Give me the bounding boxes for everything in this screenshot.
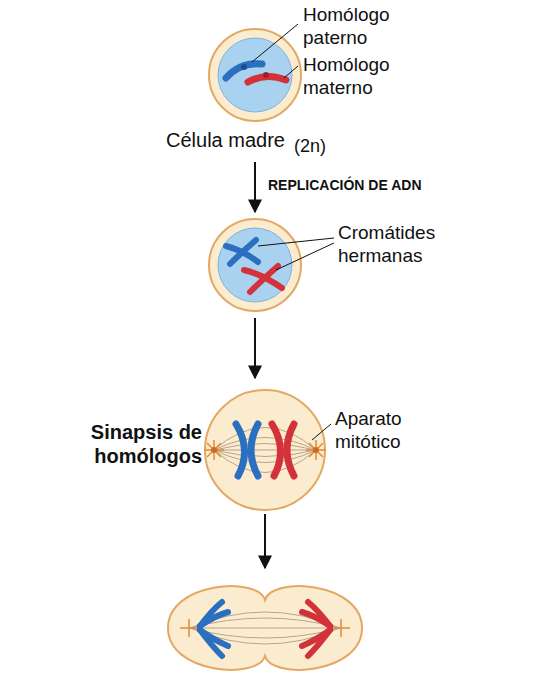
process-arrow bbox=[264, 514, 266, 568]
synapsis-cell bbox=[204, 390, 326, 510]
process-arrow bbox=[254, 318, 256, 378]
step-label: REPLICACIÓN DE ADN bbox=[268, 177, 422, 194]
chromosome-label: Homólogo paterno bbox=[303, 4, 423, 50]
ploidy-label: (2n) bbox=[294, 136, 326, 158]
chromatid-label: Cromátides hermanas bbox=[338, 222, 468, 268]
leader-line bbox=[252, 24, 298, 62]
mother-cell bbox=[209, 29, 301, 121]
leader-line bbox=[284, 66, 298, 78]
process-arrow bbox=[254, 162, 256, 212]
chromosome-label: Homólogo materno bbox=[303, 54, 423, 100]
leader-line bbox=[258, 238, 334, 246]
stage-label: Sinapsis de homólogos bbox=[30, 420, 202, 468]
cell-label: Célula madre bbox=[100, 128, 285, 152]
dividing-cell bbox=[168, 586, 362, 670]
spindle-label: Aparato mitótico bbox=[335, 408, 455, 454]
leader-line bbox=[276, 243, 334, 270]
leader-line bbox=[312, 424, 331, 440]
